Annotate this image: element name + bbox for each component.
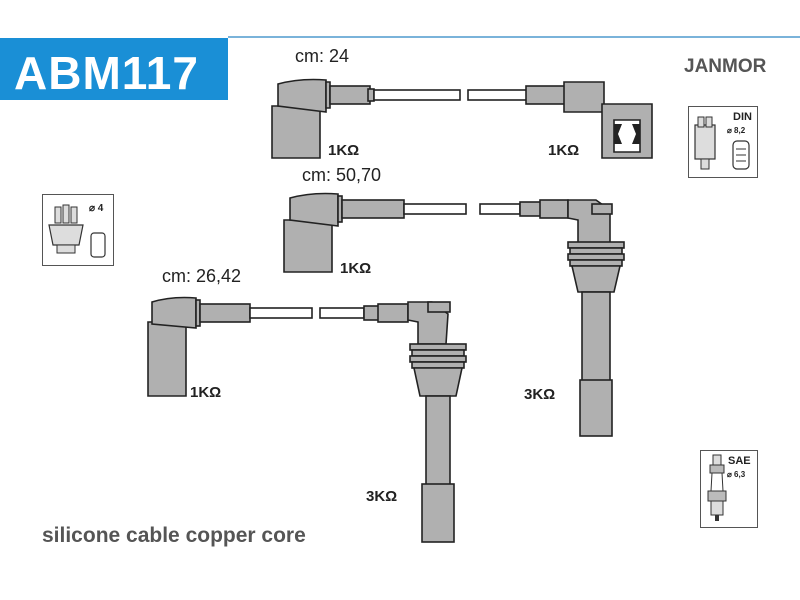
- din-diameter: ⌀ 8,2: [727, 126, 746, 135]
- cable-3-left-boot: [147, 296, 251, 397]
- cable-3-left-resistance: 1KΩ: [190, 384, 222, 401]
- cable-1-length-label: cm: 24: [295, 46, 350, 66]
- cable-1-right-boot: [525, 81, 653, 159]
- cable-2-right-boot: [519, 199, 625, 437]
- brand-name: JANMOR: [684, 56, 767, 77]
- cable-2-length-label: cm: 50,70: [302, 165, 382, 185]
- cable-3-right-resistance: 3KΩ: [366, 488, 398, 505]
- spark-plug-icon: [707, 454, 727, 521]
- sae-title: SAE: [728, 455, 751, 467]
- cable-1: [271, 78, 653, 159]
- cable-2-wire-right: [479, 203, 521, 215]
- cable-2: [283, 192, 625, 437]
- header-rule: [228, 36, 800, 38]
- cable-1-left-resistance: 1KΩ: [328, 142, 360, 159]
- cable-2-wire-left: [403, 203, 467, 215]
- cable-1-wire-right: [467, 89, 529, 101]
- cable-2-left-resistance: 1KΩ: [340, 260, 372, 277]
- distributor-cap-icon: [48, 204, 106, 258]
- cable-1-right-resistance: 1KΩ: [548, 142, 580, 159]
- din-title: DIN: [733, 111, 752, 123]
- cable-1-left-boot: [271, 78, 375, 159]
- cable-2-left-boot: [283, 192, 405, 273]
- cable-3-length-label: cm: 26,42: [162, 266, 242, 286]
- sae-badge: SAE ⌀ 6,3: [700, 450, 758, 528]
- header: ABM117 JANMOR: [0, 0, 800, 100]
- cable-2-right-resistance: 3KΩ: [524, 386, 556, 403]
- product-code: ABM117: [14, 47, 199, 99]
- material-note: silicone cable copper core: [42, 524, 306, 547]
- sae-diameter: ⌀ 6,3: [727, 470, 746, 479]
- cable-3-wire-left: [249, 307, 313, 319]
- cable-1-wire-left: [373, 89, 461, 101]
- cable-3-wire-right: [319, 307, 365, 319]
- cable-3: [147, 296, 467, 543]
- cable-3-right-boot: [363, 301, 467, 543]
- din-badge: DIN ⌀ 8,2: [688, 106, 758, 178]
- distributor-icon: [694, 116, 750, 170]
- product-code-badge: [0, 38, 228, 100]
- cap-diameter: ⌀ 4: [89, 203, 104, 214]
- distributor-cap-badge: ⌀ 4: [42, 194, 114, 266]
